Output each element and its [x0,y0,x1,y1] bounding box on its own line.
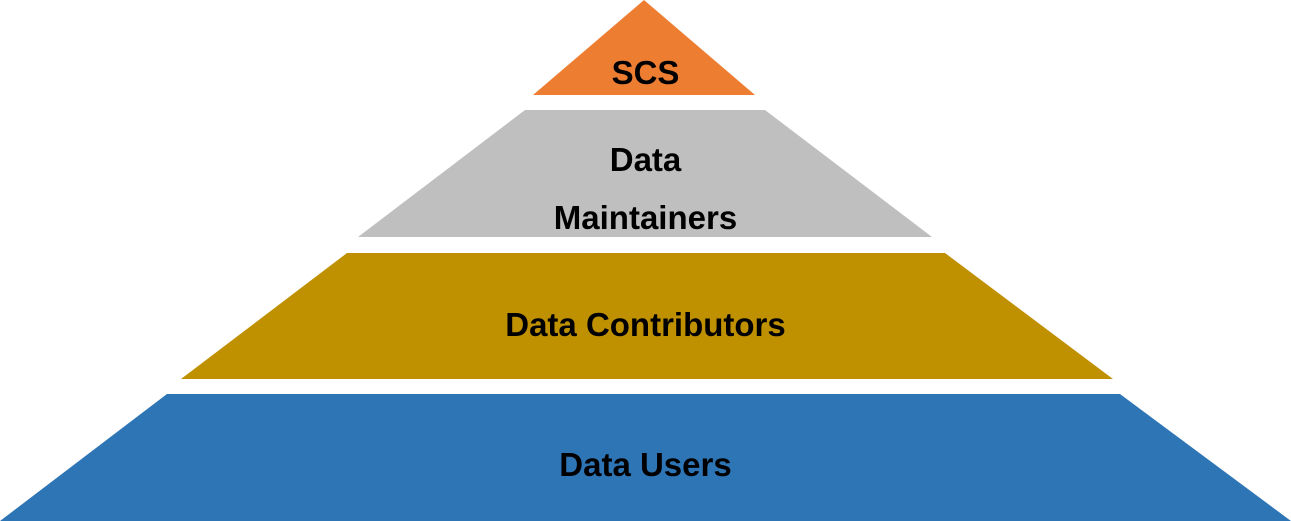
data-users-label: Data Users [559,446,732,483]
data-maintainers-label-line1: Data [609,141,682,178]
data-maintainers-tier [358,110,932,237]
data-maintainers-label-line2: Maintainers [553,199,738,236]
scs-tier [533,0,755,95]
data-contributors-label: Data Contributors [505,306,786,343]
data-users-tier [0,394,1291,521]
scs-label: SCS [611,54,680,91]
data-contributors-tier [181,253,1113,379]
